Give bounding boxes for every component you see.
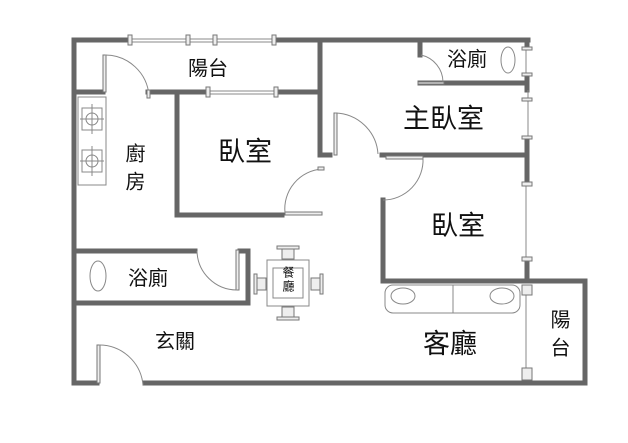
- room-label-kitchen: 廚房: [122, 143, 146, 199]
- stove: [77, 96, 107, 186]
- room-label-master-bedroom: 主臥室: [403, 104, 484, 135]
- sofa: [384, 284, 521, 314]
- room-label-bathroom-top: 浴廁: [447, 47, 487, 71]
- room-label-bedroom-left: 臥室: [218, 137, 272, 168]
- doors: [96, 54, 445, 386]
- toilet: [89, 260, 107, 292]
- room-label-dining: 餐廳: [281, 266, 295, 294]
- toilet: [500, 46, 516, 74]
- windows: [127, 34, 533, 381]
- room-label-bathroom-left: 浴廁: [128, 266, 168, 290]
- room-label-living-room: 客廳: [423, 329, 477, 360]
- walls: [71, 37, 588, 386]
- room-label-bedroom-right: 臥室: [431, 211, 485, 242]
- room-label-entrance: 玄關: [155, 329, 195, 353]
- dining-table: [253, 245, 324, 321]
- room-label-balcony-top: 陽台: [188, 56, 228, 80]
- room-label-balcony-right: 陽台: [547, 309, 571, 365]
